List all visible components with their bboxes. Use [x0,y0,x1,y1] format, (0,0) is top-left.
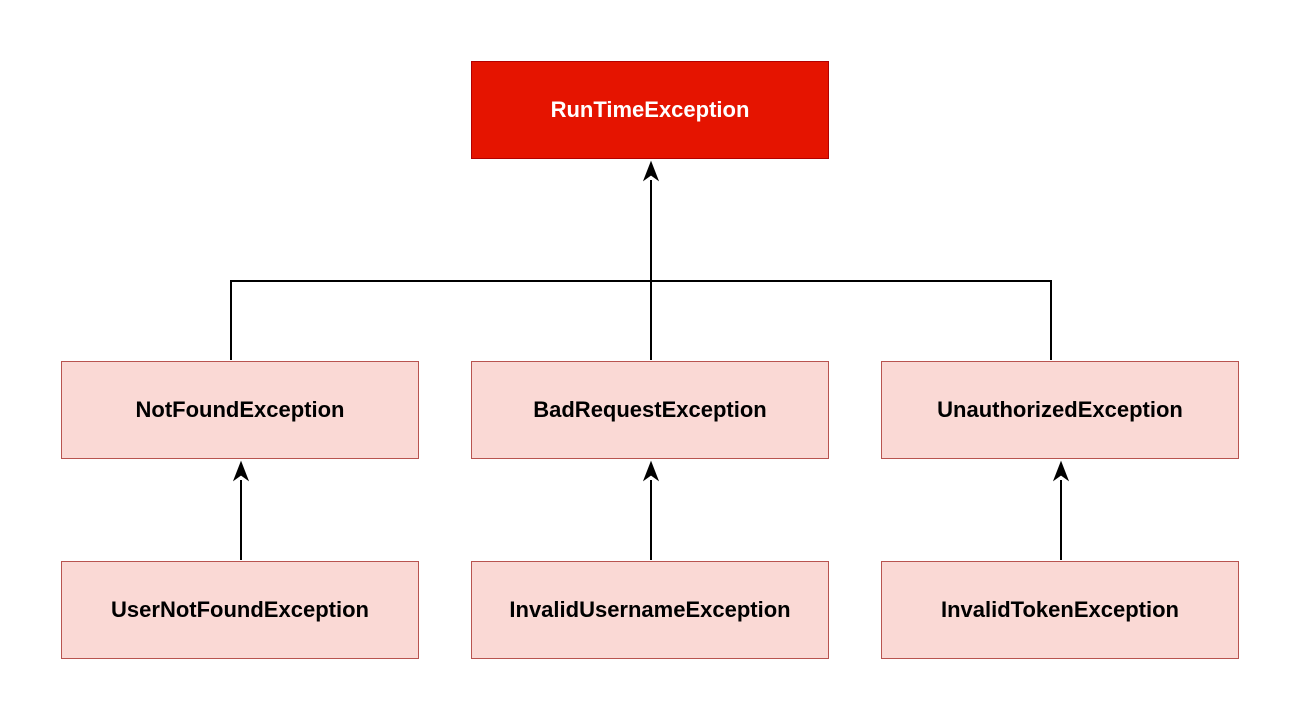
edge-notfound-to-runtime [230,280,651,360]
node-runtime-exception: RunTimeException [471,61,829,159]
node-unauthorized-exception: UnauthorizedException [881,361,1239,459]
node-label: RunTimeException [550,97,750,122]
arrowhead-unauthorized [1052,460,1070,482]
node-invalid-username-exception: InvalidUsernameException [471,561,829,659]
node-label: BadRequestException [533,397,767,422]
arrowhead-notfound [232,460,250,482]
node-not-found-exception: NotFoundException [61,361,419,459]
node-bad-request-exception: BadRequestException [471,361,829,459]
edge-unauthorized-to-runtime [651,280,1052,360]
node-label: InvalidUsernameException [509,597,791,622]
node-label: UnauthorizedException [937,397,1183,422]
arrowhead-badrequest [642,460,660,482]
node-label: InvalidTokenException [941,597,1179,622]
node-invalid-token-exception: InvalidTokenException [881,561,1239,659]
node-label: UserNotFoundException [111,597,369,622]
node-label: NotFoundException [135,397,345,422]
arrowhead-runtime [642,160,660,182]
node-user-not-found-exception: UserNotFoundException [61,561,419,659]
